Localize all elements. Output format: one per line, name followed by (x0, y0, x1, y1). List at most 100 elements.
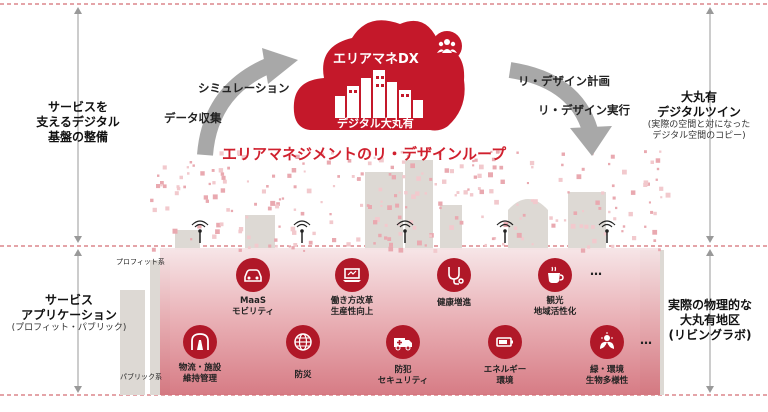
particle (490, 150, 493, 153)
particle (387, 205, 392, 210)
particle (477, 173, 482, 178)
particle (272, 174, 276, 178)
particle (582, 210, 585, 213)
particle (615, 206, 618, 210)
particle (156, 184, 161, 189)
particle (291, 168, 297, 173)
battery-icon (488, 325, 522, 359)
particle (293, 208, 297, 211)
particle (613, 217, 617, 221)
particle (417, 240, 422, 246)
particle (643, 182, 648, 187)
more-public: … (640, 333, 652, 347)
particle (227, 166, 230, 170)
particle (261, 189, 266, 194)
label-redesign-plan: リ・デザイン計画 (518, 74, 610, 88)
particle (254, 243, 259, 248)
particle (186, 166, 189, 169)
particle (275, 244, 278, 248)
service-greenery: 緑・環境生物多様性 (585, 365, 629, 386)
antenna-icon (191, 220, 209, 243)
particle (472, 164, 475, 167)
particle (398, 191, 401, 194)
particle (291, 246, 295, 250)
particle (302, 162, 305, 165)
particle (570, 223, 576, 229)
particle (374, 217, 380, 222)
particle (205, 199, 209, 203)
brand-title: エリアマネDX (333, 52, 419, 67)
particle (222, 179, 227, 184)
antenna-icon (293, 220, 311, 243)
particle (653, 211, 657, 216)
particle (472, 159, 475, 163)
particle (580, 248, 586, 253)
antenna-icon (598, 220, 616, 243)
antenna-icon (396, 220, 414, 243)
foundation-label: サービスを 支えるデジタル 基盤の整備 (36, 100, 120, 144)
particle (320, 201, 323, 204)
particle (270, 200, 276, 206)
particle (519, 217, 522, 220)
particle (347, 159, 352, 163)
particle (380, 204, 383, 207)
particle (266, 185, 269, 188)
particle (384, 223, 388, 227)
particle (655, 178, 658, 181)
particle (628, 211, 633, 217)
particle (189, 161, 193, 164)
particle (176, 186, 181, 191)
particle (245, 215, 249, 219)
particle (281, 197, 285, 200)
particle (408, 220, 414, 225)
particle (152, 207, 157, 213)
particle (288, 245, 291, 248)
particle (238, 248, 242, 252)
particle (308, 240, 313, 245)
stethoscope-icon (437, 258, 471, 292)
particle (659, 150, 662, 153)
particle (221, 175, 226, 180)
brand-cloud (293, 20, 465, 131)
particle (653, 239, 657, 242)
particle (211, 169, 215, 172)
particle (621, 230, 624, 233)
particle (212, 234, 217, 239)
particle (378, 233, 382, 238)
particle (522, 213, 526, 217)
particle (176, 185, 180, 189)
particle (608, 162, 611, 166)
ambulance-icon (386, 325, 420, 359)
particle (387, 237, 392, 241)
particle (192, 164, 195, 167)
particle (412, 225, 417, 230)
particle (655, 158, 661, 163)
particle (367, 151, 372, 155)
people-icon (432, 31, 462, 61)
particle (247, 246, 251, 249)
particle (650, 210, 654, 214)
particle (226, 208, 230, 212)
particle (405, 206, 408, 209)
particle (238, 229, 243, 234)
particle (495, 150, 500, 154)
particle (410, 163, 415, 169)
particle (290, 226, 296, 232)
particle (236, 150, 242, 155)
antenna-icon (496, 220, 514, 243)
particle (630, 190, 636, 195)
particle (275, 204, 280, 209)
left-loop-arrow (197, 57, 274, 156)
particle (573, 211, 578, 215)
particle (197, 224, 202, 229)
particle (220, 172, 225, 176)
particle (499, 165, 504, 170)
particle (424, 192, 427, 195)
particle (610, 154, 615, 159)
particle (238, 227, 244, 232)
particle (529, 160, 535, 166)
particle (595, 200, 600, 205)
